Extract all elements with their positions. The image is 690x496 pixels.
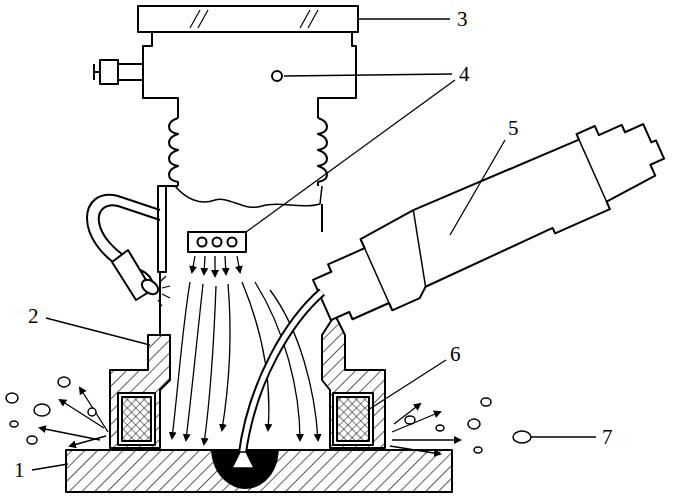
- callout-number: 2: [26, 306, 41, 327]
- callout-number: 7: [600, 427, 615, 448]
- callout-number: 6: [448, 344, 463, 365]
- callout-number: 4: [457, 64, 472, 85]
- callout-number: 1: [12, 460, 27, 481]
- callout-number: 3: [455, 9, 470, 30]
- callout-number: 5: [506, 118, 521, 139]
